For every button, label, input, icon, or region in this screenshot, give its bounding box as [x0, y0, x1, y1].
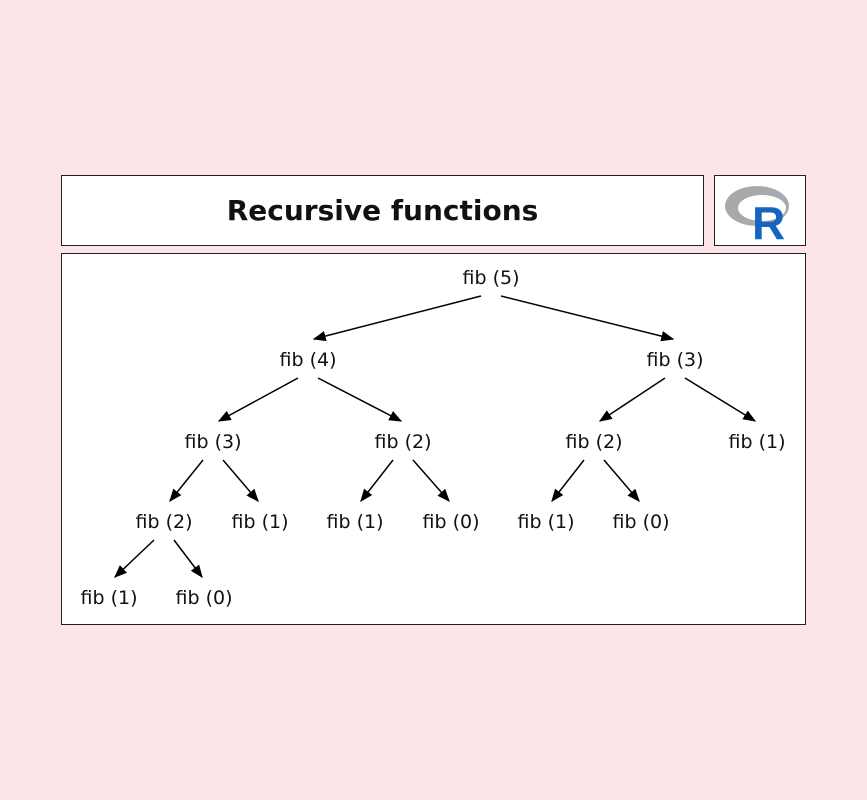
- edge-arrow-n3a-n2b: [598, 377, 666, 422]
- tree-node-n1e: fib (1): [81, 587, 138, 609]
- r-logo-letter: R: [752, 197, 785, 247]
- tree-node-n1c: fib (1): [327, 511, 384, 533]
- edge-arrow-n4-n3b: [217, 377, 299, 422]
- edge-arrow-n2a-n1c: [360, 459, 394, 503]
- tree-node-n2c: fib (2): [136, 511, 193, 533]
- tree-node-n0b: fib (0): [613, 511, 670, 533]
- recursion-tree-panel: [61, 253, 806, 625]
- tree-node-n0a: fib (0): [423, 511, 480, 533]
- edge-arrow-n2a-n0a: [412, 459, 450, 502]
- title-banner: Recursive functions: [61, 175, 704, 246]
- edge-arrow-n5-n3a: [500, 295, 675, 342]
- tree-node-n5: fib (5): [463, 267, 520, 289]
- tree-node-n2a: fib (2): [375, 431, 432, 453]
- tree-node-n4: fib (4): [280, 349, 337, 371]
- edge-arrow-n2c-n0c: [173, 539, 203, 579]
- tree-node-n2b: fib (2): [566, 431, 623, 453]
- tree-node-n0c: fib (0): [176, 587, 233, 609]
- tree-node-n1b: fib (1): [232, 511, 289, 533]
- tree-node-n3b: fib (3): [185, 431, 242, 453]
- edge-arrow-n5-n4: [312, 295, 482, 342]
- edge-arrow-n2b-n0b: [603, 459, 640, 502]
- tree-node-n1d: fib (1): [518, 511, 575, 533]
- r-logo-box: R: [714, 175, 806, 247]
- edge-arrow-n3b-n1b: [222, 459, 259, 502]
- r-logo-icon: R: [725, 186, 789, 247]
- tree-node-n1a: fib (1): [729, 431, 786, 453]
- tree-node-n3a: fib (3): [647, 349, 704, 371]
- edge-arrow-n3b-n2c: [169, 459, 204, 503]
- edge-arrow-n2b-n1d: [551, 459, 585, 503]
- edge-arrow-n3a-n1a: [684, 377, 757, 422]
- edge-arrow-n2c-n1e: [114, 539, 155, 578]
- edge-arrow-n4-n2a: [317, 377, 403, 422]
- diagram-title: Recursive functions: [226, 194, 539, 227]
